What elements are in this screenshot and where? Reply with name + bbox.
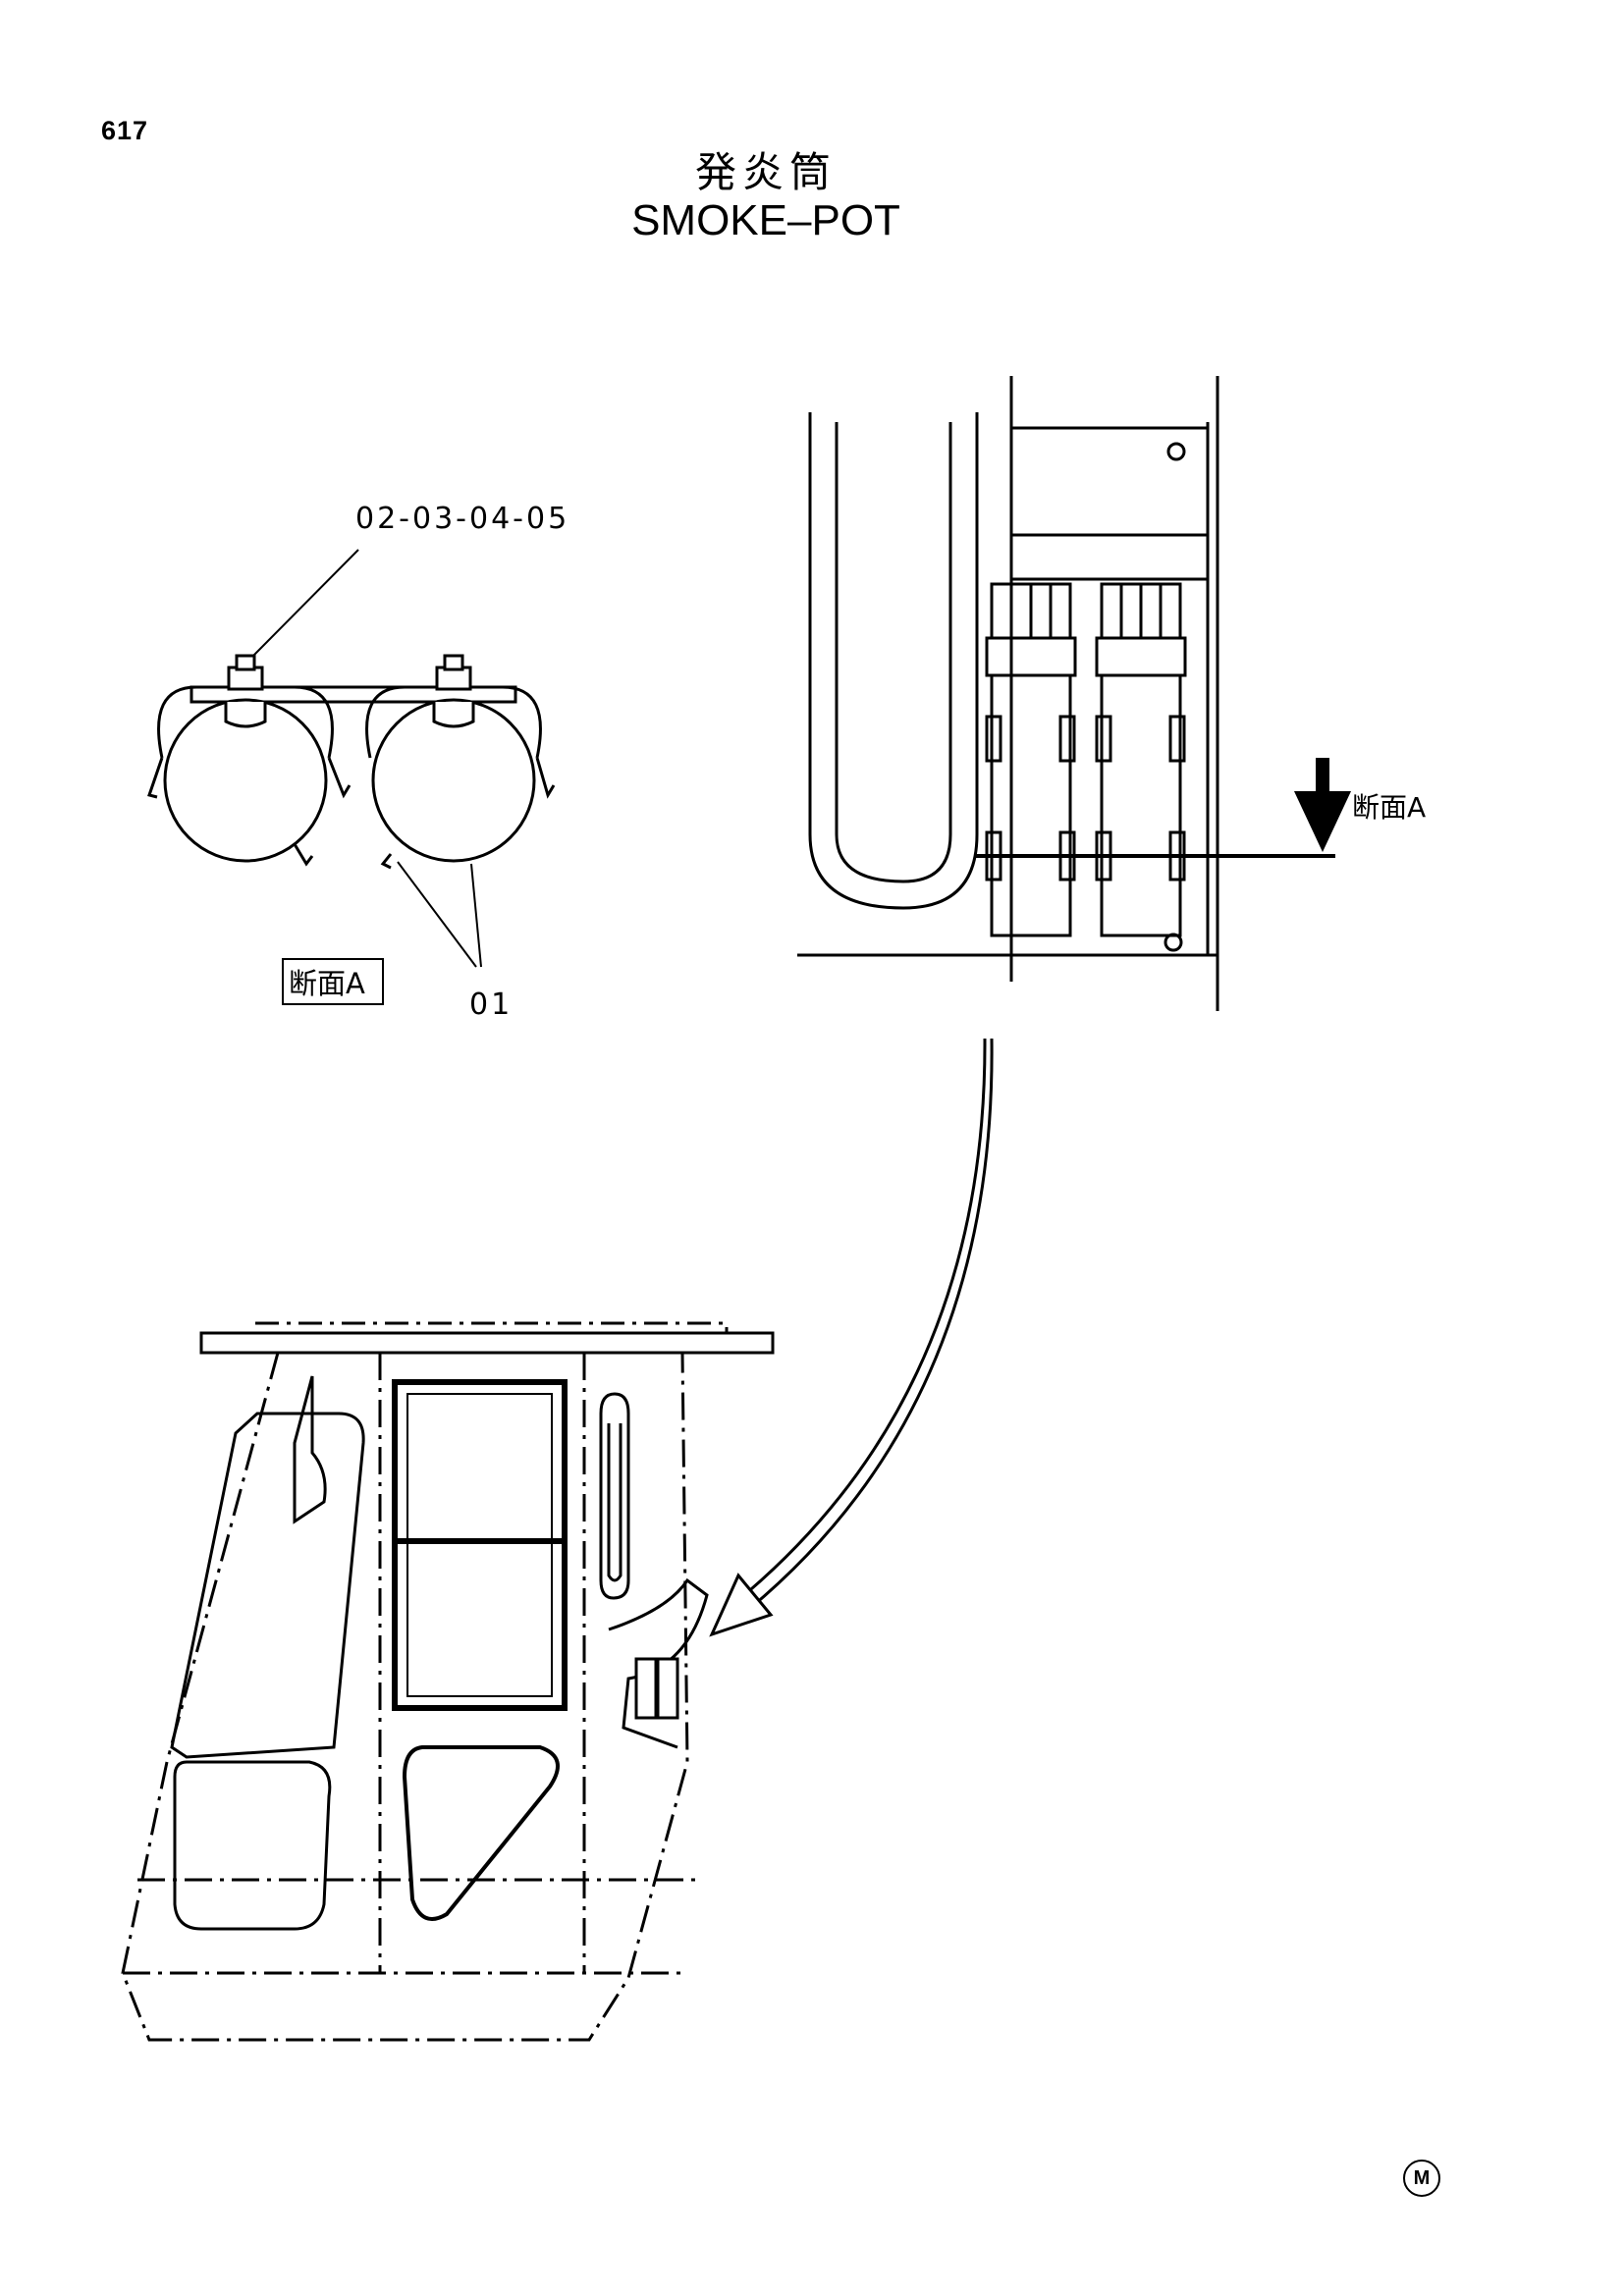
section-arrow-icon [1294, 758, 1351, 852]
section-a-view [147, 549, 556, 1005]
smoke-pot-left [163, 698, 328, 863]
smoke-pot-right [371, 698, 536, 863]
section-label: 断面A [289, 967, 365, 1000]
callout-pots: 01 [469, 988, 513, 1022]
pointer-arrow [709, 1038, 994, 1637]
detail-section-marker: 断面A [1352, 791, 1426, 824]
cab-drawing [121, 1321, 775, 2042]
detail-smoke-pot-right [1095, 582, 1187, 937]
title-japanese: 発炎筒 [694, 148, 837, 196]
title-english: SMOKE–POT [631, 196, 900, 244]
page-number: 617 [101, 116, 149, 145]
detail-view [797, 376, 1335, 1011]
callout-bolts: 02-03-04-05 [355, 502, 569, 536]
detail-smoke-pot-left [985, 582, 1077, 937]
manufacturer-mark-icon: M [1403, 2160, 1440, 2197]
